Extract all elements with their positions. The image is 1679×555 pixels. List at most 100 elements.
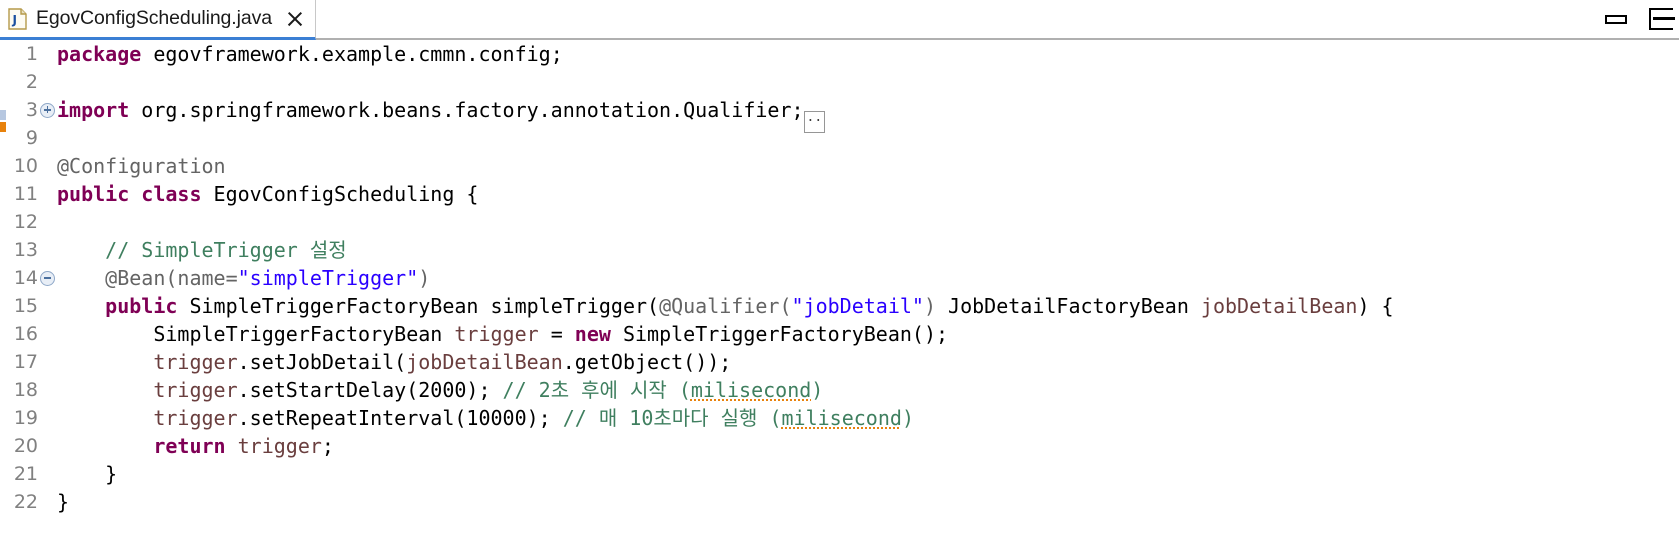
code-token-plain: .setStartDelay(2000); [237, 378, 503, 402]
code-line[interactable]: 10 @Configuration [0, 152, 1679, 180]
code-line-text: } [57, 490, 69, 514]
code-token-kw: new [574, 322, 611, 346]
code-token-plain: org.springframework.beans.factory.annota… [129, 98, 804, 122]
code-token-ann: ) [418, 266, 431, 290]
code-token-cmt: milisecond [781, 406, 902, 430]
code-token-plain: } [57, 462, 118, 486]
code-token-var: trigger [153, 350, 238, 374]
line-number: 19 [13, 407, 38, 429]
code-token-kw: return [153, 434, 226, 458]
code-token-plain [57, 434, 153, 458]
code-line-text: public SimpleTriggerFactoryBean simpleTr… [57, 294, 1394, 318]
code-token-ann: @Qualifier( [659, 294, 792, 318]
line-number: 2 [25, 71, 38, 93]
fold-expand-icon[interactable] [38, 96, 57, 124]
code-line[interactable]: 21 } [0, 460, 1679, 488]
tab-bar-divider [0, 38, 1679, 40]
code-token-plain: .setJobDetail( [237, 350, 407, 374]
code-token-plain [57, 350, 153, 374]
code-line-text: @Bean(name="simpleTrigger") [57, 266, 430, 290]
marker-annotation-bar[interactable] [0, 40, 6, 555]
code-token-cmt: // SimpleTrigger 설정 [57, 238, 347, 262]
code-line-text: package egovframework.example.cmmn.confi… [57, 42, 563, 66]
code-line-text: trigger.setStartDelay(2000); // 2초 후에 시작… [57, 378, 823, 402]
code-token-plain: JobDetailFactoryBean [936, 294, 1201, 318]
code-token-ann: @Bean(name= [57, 266, 238, 290]
code-token-plain: .setRepeatInterval(10000); [237, 406, 563, 430]
code-token-ann: @Configuration [57, 154, 226, 178]
code-token-plain: ) { [1357, 294, 1394, 318]
line-number: 15 [13, 295, 38, 317]
code-line[interactable]: 15 public SimpleTriggerFactoryBean simpl… [0, 292, 1679, 320]
code-line[interactable]: 2 [0, 68, 1679, 96]
code-token-plain: SimpleTriggerFactoryBean(); [610, 322, 949, 346]
line-number: 16 [13, 323, 38, 345]
fold-collapse-icon[interactable] [38, 264, 57, 292]
editor-tab-bar: J EgovConfigScheduling.java [0, 0, 1679, 40]
window-controls [1605, 0, 1675, 38]
code-token-var: jobDetailBean [406, 350, 563, 374]
code-token-cmt: milisecond [690, 378, 812, 402]
code-line[interactable]: 18 trigger.setStartDelay(2000); // 2초 후에… [0, 376, 1679, 404]
code-line-text: trigger.setRepeatInterval(10000); // 매 1… [57, 406, 914, 430]
code-line-text: // SimpleTrigger 설정 [57, 238, 347, 262]
code-line-text: import org.springframework.beans.factory… [57, 98, 826, 133]
line-number: 11 [13, 183, 38, 205]
code-line[interactable]: 19 trigger.setRepeatInterval(10000); // … [0, 404, 1679, 432]
code-token-plain: SimpleTriggerFactoryBean [57, 322, 455, 346]
close-icon[interactable] [285, 9, 305, 29]
code-token-kw: import [57, 98, 130, 122]
code-line[interactable]: 17 trigger.setJobDetail(jobDetailBean.ge… [0, 348, 1679, 376]
line-number: 21 [13, 463, 38, 485]
code-token-ann: ) [923, 294, 937, 318]
code-line[interactable]: 11 public class EgovConfigScheduling { [0, 180, 1679, 208]
line-number: 13 [13, 239, 38, 261]
line-number: 14 [13, 267, 38, 289]
code-token-plain [57, 406, 153, 430]
code-line[interactable]: 22} [0, 488, 1679, 516]
code-line[interactable]: 3 import org.springframework.beans.factor… [0, 96, 1679, 133]
code-token-plain: egovframework.example.cmmn.config; [141, 42, 563, 66]
code-line-text: public class EgovConfigScheduling { [57, 182, 478, 206]
line-number: 22 [13, 491, 38, 513]
code-token-plain: .getObject()); [562, 350, 732, 374]
collapsed-fold-indicator[interactable]: .. [803, 111, 826, 133]
code-line-text: @Configuration [57, 154, 226, 178]
code-token-cmt: ) [811, 378, 824, 402]
code-token-str: "jobDetail" [791, 294, 924, 318]
code-line[interactable]: 12 [0, 208, 1679, 236]
code-token-var: trigger [153, 406, 238, 430]
code-token-plain: EgovConfigScheduling { [201, 182, 479, 206]
line-number: 20 [13, 435, 38, 457]
code-token-kw: package [57, 42, 142, 66]
code-line[interactable]: 14 @Bean(name="simpleTrigger") [0, 264, 1679, 292]
code-lines-container[interactable]: 1 package egovframework.example.cmmn.conf… [0, 40, 1679, 516]
code-line[interactable]: 16 SimpleTriggerFactoryBean trigger = ne… [0, 320, 1679, 348]
code-editor[interactable]: 1 package egovframework.example.cmmn.conf… [0, 40, 1679, 555]
marker-tick-warning[interactable] [0, 122, 6, 132]
editor-tab-egovconfigscheduling[interactable]: J EgovConfigScheduling.java [0, 0, 316, 40]
code-token-plain: } [57, 490, 70, 514]
code-line-text: return trigger; [57, 434, 334, 458]
overview-ruler[interactable] [1673, 40, 1679, 555]
tab-filename-label: EgovConfigScheduling.java [36, 7, 272, 29]
code-line[interactable]: 1 package egovframework.example.cmmn.conf… [0, 40, 1679, 68]
minimize-icon[interactable] [1605, 14, 1627, 24]
code-line-text: } [57, 462, 117, 486]
code-token-cmt: // 매 10초마다 실행 ( [562, 406, 782, 430]
code-line[interactable]: 20 return trigger; [0, 432, 1679, 460]
line-number: 3 [25, 99, 38, 121]
code-token-var: trigger [454, 322, 539, 346]
code-token-plain: = [538, 322, 575, 346]
maximize-icon[interactable] [1649, 8, 1675, 30]
code-token-kw: public [105, 294, 178, 318]
code-line[interactable]: 13 // SimpleTrigger 설정 [0, 236, 1679, 264]
svg-text:J: J [12, 13, 17, 27]
line-number: 18 [13, 379, 38, 401]
marker-tick-fold[interactable] [0, 110, 6, 120]
line-number: 1 [25, 43, 38, 65]
line-number: 12 [13, 211, 38, 233]
code-token-cmt: ) [901, 406, 914, 430]
code-line[interactable]: 9 [0, 124, 1679, 152]
line-number: 10 [13, 155, 38, 177]
